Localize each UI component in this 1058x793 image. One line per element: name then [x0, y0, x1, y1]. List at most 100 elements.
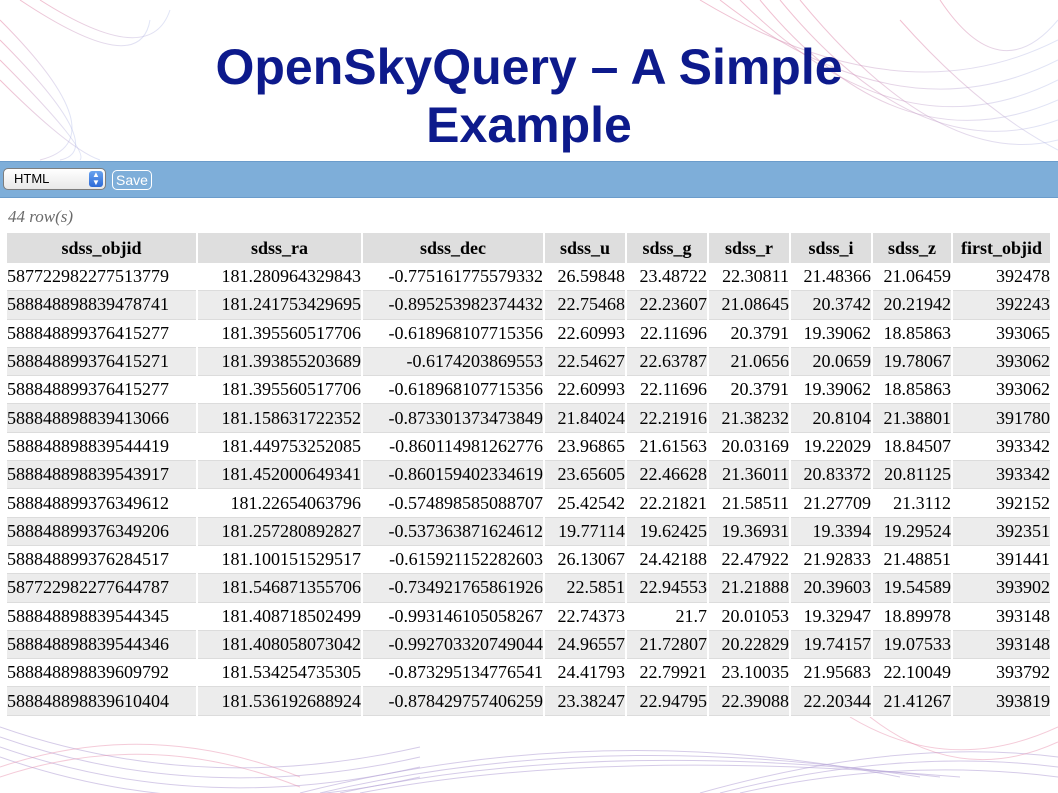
- table-cell-sdss-u: 22.5851: [545, 574, 625, 603]
- column-header[interactable]: sdss_z: [873, 231, 951, 263]
- table-cell-sdss-z: 19.29524: [873, 517, 951, 546]
- table-cell-sdss-objid: 588848898839413066: [7, 404, 196, 433]
- table-cell-sdss-u: 26.59848: [545, 263, 625, 292]
- table-cell-sdss-ra: 181.393855203689: [198, 347, 361, 377]
- table-cell-sdss-i: 21.95683: [791, 659, 871, 688]
- table-cell-sdss-objid: 588848899376415277: [7, 376, 196, 405]
- column-header[interactable]: sdss_i: [791, 231, 871, 263]
- table-cell-first-objid: 393342: [953, 461, 1050, 490]
- table-cell-sdss-objid: 588848899376415277: [7, 319, 196, 348]
- table-cell-sdss-dec: -0.734921765861926: [363, 574, 543, 603]
- table-cell-sdss-u: 24.41793: [545, 659, 625, 688]
- column-header[interactable]: sdss_dec: [363, 231, 543, 263]
- table-cell-sdss-u: 25.42542: [545, 489, 625, 518]
- table-cell-sdss-dec: -0.878429757406259: [363, 687, 543, 716]
- table-cell-sdss-i: 19.39062: [791, 376, 871, 405]
- table-header-row: sdss_objid sdss_ra sdss_dec sdss_u sdss_…: [7, 231, 1050, 263]
- select-stepper-icon: ▲▼: [89, 171, 103, 187]
- table-cell-sdss-ra: 181.546871355706: [198, 574, 361, 603]
- table-cell-sdss-z: 21.06459: [873, 263, 951, 292]
- column-header[interactable]: sdss_objid: [7, 231, 196, 263]
- table-cell-sdss-r: 21.58511: [709, 489, 789, 518]
- table-cell-sdss-z: 19.54589: [873, 574, 951, 603]
- table-cell-sdss-u: 22.60993: [545, 319, 625, 348]
- table-cell-sdss-r: 20.03169: [709, 432, 789, 462]
- table-cell-sdss-i: 21.92833: [791, 545, 871, 575]
- results-table-container[interactable]: sdss_objid sdss_ra sdss_dec sdss_u sdss_…: [5, 231, 1058, 717]
- table-cell-sdss-g: 22.94553: [627, 574, 707, 603]
- results-toolbar: HTML ▲▼ Save: [0, 161, 1058, 198]
- table-cell-first-objid: 392351: [953, 517, 1050, 546]
- table-cell-first-objid: 393792: [953, 659, 1050, 688]
- table-cell-sdss-i: 19.22029: [791, 432, 871, 462]
- table-cell-sdss-ra: 181.241753429695: [198, 291, 361, 320]
- table-cell-sdss-z: 21.41267: [873, 687, 951, 716]
- table-cell-sdss-dec: -0.873301373473849: [363, 404, 543, 433]
- table-cell-sdss-z: 21.38801: [873, 404, 951, 433]
- table-cell-sdss-objid: 588848898839544419: [7, 432, 196, 462]
- table-cell-sdss-ra: 181.280964329843: [198, 263, 361, 292]
- table-cell-sdss-u: 22.54627: [545, 347, 625, 377]
- table-cell-sdss-objid: 588848898839544345: [7, 602, 196, 631]
- table-cell-sdss-r: 23.10035: [709, 659, 789, 688]
- table-cell-sdss-ra: 181.536192688924: [198, 687, 361, 716]
- table-cell-sdss-u: 23.65605: [545, 461, 625, 490]
- table-cell-sdss-z: 21.48851: [873, 545, 951, 575]
- table-cell-sdss-r: 20.3791: [709, 319, 789, 348]
- table-cell-sdss-g: 22.79921: [627, 659, 707, 688]
- slide-title-line-1: OpenSkyQuery – A Simple: [215, 39, 843, 95]
- table-cell-sdss-dec: -0.618968107715356: [363, 376, 543, 405]
- table-cell-sdss-ra: 181.395560517706: [198, 376, 361, 405]
- table-cell-sdss-dec: -0.6174203869553: [363, 347, 543, 377]
- table-cell-sdss-objid: 588848899376284517: [7, 545, 196, 575]
- column-header[interactable]: sdss_g: [627, 231, 707, 263]
- table-cell-sdss-i: 21.27709: [791, 489, 871, 518]
- column-header[interactable]: sdss_u: [545, 231, 625, 263]
- table-cell-sdss-dec: -0.775161775579332: [363, 263, 543, 292]
- table-cell-sdss-ra: 181.100151529517: [198, 545, 361, 575]
- table-cell-first-objid: 393342: [953, 432, 1050, 462]
- table-cell-sdss-z: 18.85863: [873, 376, 951, 405]
- table-cell-sdss-dec: -0.860114981262776: [363, 432, 543, 462]
- table-cell-sdss-u: 22.75468: [545, 291, 625, 320]
- slide-title-line-2: Example: [426, 97, 632, 153]
- table-cell-sdss-ra: 181.534254735305: [198, 659, 361, 688]
- table-cell-sdss-ra: 181.395560517706: [198, 319, 361, 348]
- table-cell-sdss-g: 22.94795: [627, 687, 707, 716]
- table-cell-sdss-g: 21.7: [627, 602, 707, 631]
- table-cell-sdss-i: 20.3742: [791, 291, 871, 320]
- table-cell-sdss-r: 20.3791: [709, 376, 789, 405]
- table-cell-sdss-z: 21.3112: [873, 489, 951, 518]
- column-header[interactable]: first_objid: [953, 231, 1050, 263]
- table-cell-sdss-r: 21.36011: [709, 461, 789, 490]
- column-header[interactable]: sdss_ra: [198, 231, 361, 263]
- row-count-label: 44 row(s): [8, 207, 74, 226]
- table-cell-sdss-dec: -0.618968107715356: [363, 319, 543, 348]
- output-format-value: HTML: [14, 171, 50, 186]
- column-header[interactable]: sdss_r: [709, 231, 789, 263]
- table-cell-sdss-dec: -0.993146105058267: [363, 602, 543, 631]
- output-format-select[interactable]: HTML ▲▼: [3, 168, 106, 190]
- table-cell-sdss-u: 21.84024: [545, 404, 625, 433]
- save-button[interactable]: Save: [112, 170, 152, 190]
- table-cell-first-objid: 393065: [953, 319, 1050, 348]
- table-cell-sdss-z: 19.78067: [873, 347, 951, 377]
- table-cell-sdss-ra: 181.452000649341: [198, 461, 361, 490]
